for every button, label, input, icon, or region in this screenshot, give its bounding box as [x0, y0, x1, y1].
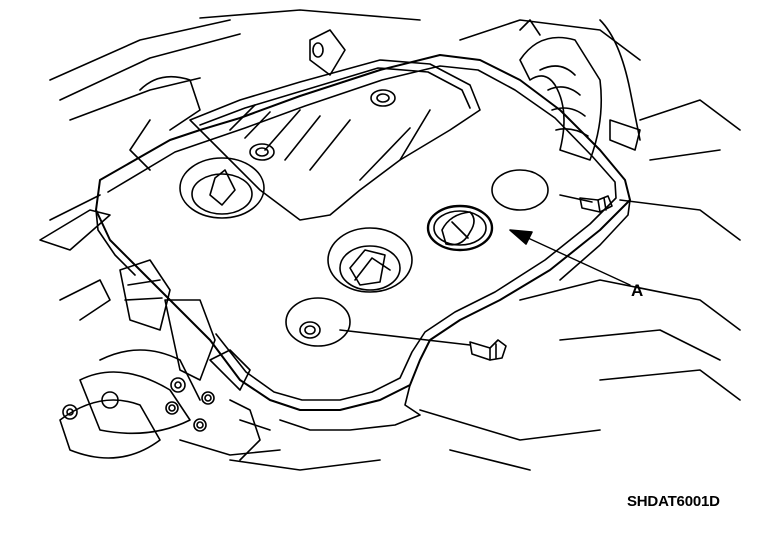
- engine-cover: [95, 54, 631, 431]
- cover-bolt-lower: [339, 329, 507, 361]
- cover-bolt-upper: [559, 194, 613, 213]
- figure-code: SHDAT6001D: [627, 493, 720, 510]
- hose-assembly: [519, 19, 641, 161]
- engine-lower-detail: [62, 259, 281, 461]
- callout-label-a: A: [631, 281, 644, 300]
- engine-bay-background: [39, 9, 741, 471]
- callout-arrow: [509, 229, 631, 286]
